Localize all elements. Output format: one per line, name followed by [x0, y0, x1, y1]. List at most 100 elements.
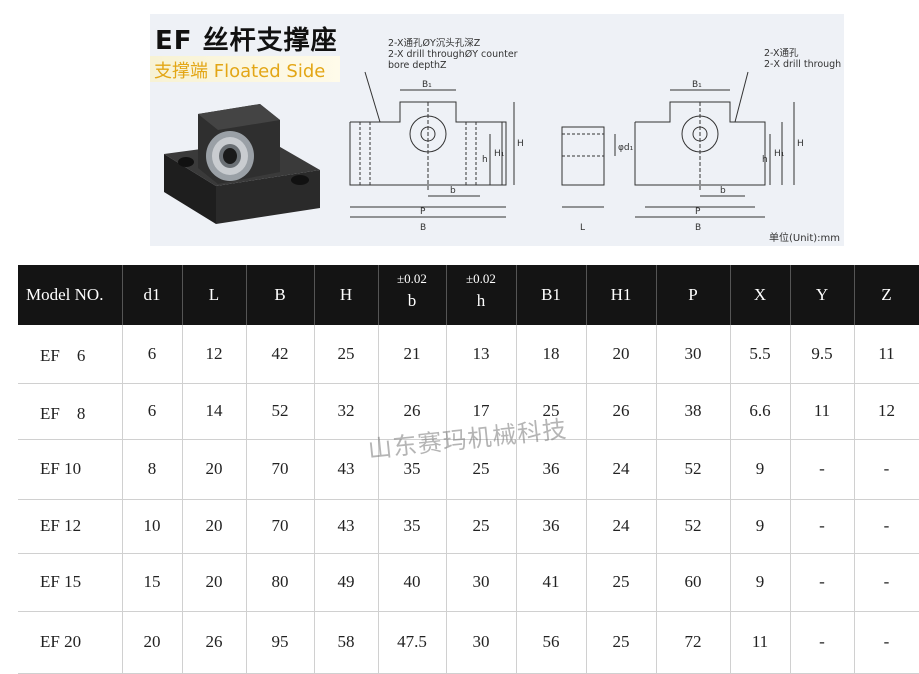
dim-label-b-lower-right: b [720, 186, 726, 196]
value-cell: 9 [730, 553, 791, 612]
value-cell: 11 [854, 325, 919, 384]
value-cell: - [854, 553, 919, 612]
value-cell: 25 [446, 439, 517, 500]
drill-note-right: 2-X通孔 2-X drill through [764, 48, 842, 70]
value-cell: 72 [656, 611, 731, 674]
subtitle-box: 支撑端 Floated Side [150, 56, 340, 82]
value-cell: 36 [516, 439, 587, 500]
value-cell: 38 [656, 383, 731, 440]
value-cell: 24 [586, 499, 657, 554]
value-cell: 17 [446, 383, 517, 440]
value-cell: 58 [314, 611, 379, 674]
value-cell: 47.5 [378, 611, 447, 674]
header-z: Z [854, 265, 919, 325]
value-cell: 20 [122, 611, 183, 674]
value-cell: 13 [446, 325, 517, 384]
dimension-drawings: B₁ B P b h H₁ H φd₁ L B₁ B P b h H₁ H [349, 71, 804, 233]
value-cell: - [790, 553, 855, 612]
model-cell: EF 20 [18, 611, 123, 674]
value-cell: 60 [656, 553, 731, 612]
support-block-photo [164, 104, 320, 224]
model-cell: EF 12 [18, 499, 123, 554]
model-cell: EF 15 [18, 553, 123, 612]
value-cell: 26 [182, 611, 247, 674]
value-cell: 56 [516, 611, 587, 674]
value-cell: 14 [182, 383, 247, 440]
dim-label-b-right: B [695, 223, 701, 233]
header-h1: H1 [586, 265, 657, 325]
value-cell: 70 [246, 439, 315, 500]
value-cell: 11 [790, 383, 855, 440]
value-cell: - [790, 611, 855, 674]
value-cell: 25 [586, 553, 657, 612]
dim-label-b-lower: b [450, 186, 456, 196]
dim-label-b1: B₁ [422, 80, 432, 90]
header-p: P [656, 265, 731, 325]
model-cell: EF 6 [18, 325, 123, 384]
value-cell: 25 [314, 325, 379, 384]
value-cell: 11 [730, 611, 791, 674]
value-cell: 26 [586, 383, 657, 440]
value-cell: 42 [246, 325, 315, 384]
value-cell: 80 [246, 553, 315, 612]
value-cell: 12 [182, 325, 247, 384]
value-cell: 8 [122, 439, 183, 500]
value-cell: 49 [314, 553, 379, 612]
header-x: X [730, 265, 791, 325]
value-cell: 18 [516, 325, 587, 384]
dim-label-b: B [420, 223, 426, 233]
value-cell: - [854, 499, 919, 554]
value-cell: 25 [586, 611, 657, 674]
value-cell: 20 [586, 325, 657, 384]
dim-label-h-lower-right: h [762, 155, 768, 165]
value-cell: 35 [378, 499, 447, 554]
value-cell: 26 [378, 383, 447, 440]
dim-label-p-right: P [695, 207, 701, 217]
value-cell: 52 [656, 499, 731, 554]
dim-label-h1: H₁ [494, 149, 505, 159]
header-h: H [314, 265, 379, 325]
value-cell: 10 [122, 499, 183, 554]
value-cell: 21 [378, 325, 447, 384]
header-model: Model NO. [18, 265, 123, 325]
value-cell: 20 [182, 553, 247, 612]
value-cell: 41 [516, 553, 587, 612]
value-cell: 6.6 [730, 383, 791, 440]
value-cell: - [790, 499, 855, 554]
value-cell: 32 [314, 383, 379, 440]
header-d1: d1 [122, 265, 183, 325]
value-cell: - [854, 611, 919, 674]
value-cell: 95 [246, 611, 315, 674]
value-cell: 30 [656, 325, 731, 384]
value-cell: 24 [586, 439, 657, 500]
value-cell: 43 [314, 439, 379, 500]
value-cell: 52 [656, 439, 731, 500]
value-cell: 6 [122, 325, 183, 384]
dim-label-b1-right: B₁ [692, 80, 702, 90]
value-cell: 6 [122, 383, 183, 440]
drill-note-left: 2-X通孔ØY沉头孔深Z 2-X drill throughØY counter… [388, 38, 518, 71]
value-cell: 43 [314, 499, 379, 554]
header-l: L [182, 265, 247, 325]
unit-label: 单位(Unit):mm [768, 233, 840, 244]
value-cell: 9 [730, 499, 791, 554]
model-cell: EF 8 [18, 383, 123, 440]
value-cell: 12 [854, 383, 919, 440]
dim-label-h: H [517, 139, 524, 149]
value-cell: 40 [378, 553, 447, 612]
product-title: EF 丝杆支撑座 [155, 26, 338, 56]
dim-label-p: P [420, 207, 426, 217]
value-cell: 9.5 [790, 325, 855, 384]
value-cell: 35 [378, 439, 447, 500]
dim-label-l: L [580, 223, 585, 233]
value-cell: 20 [182, 499, 247, 554]
product-subtitle: 支撑端 Floated Side [154, 61, 326, 82]
value-cell: 52 [246, 383, 315, 440]
